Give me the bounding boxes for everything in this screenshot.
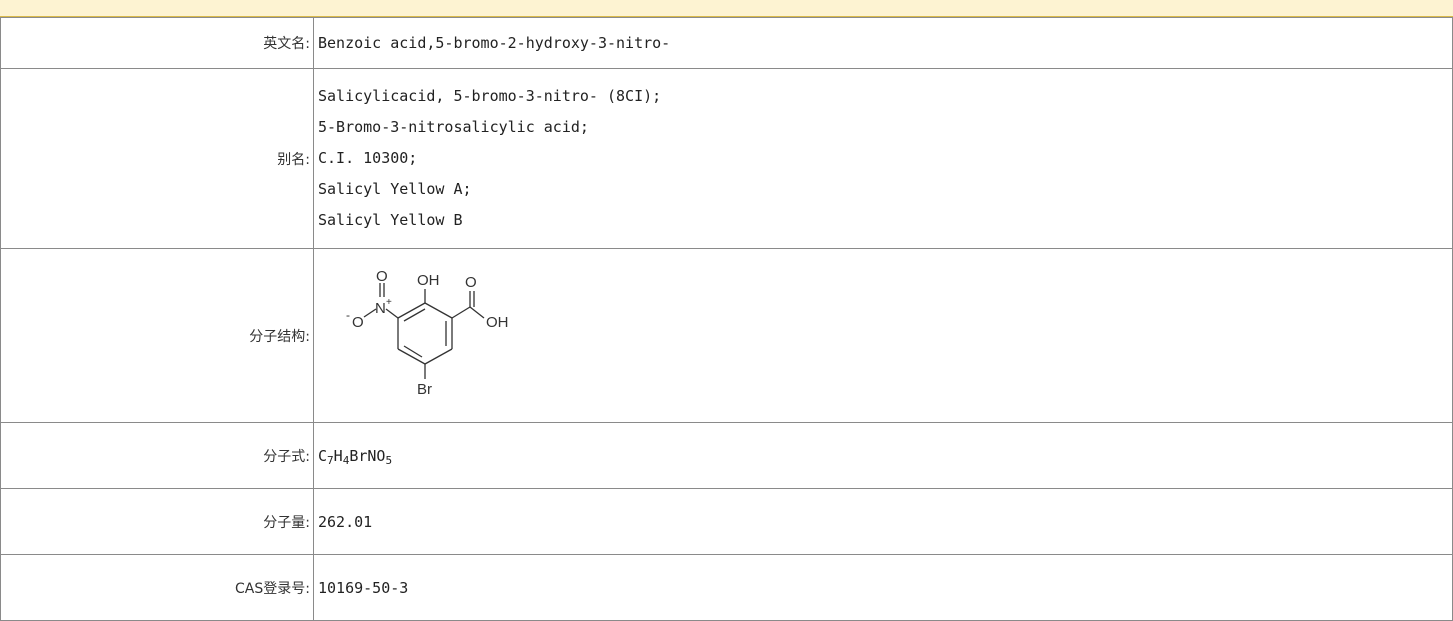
molecular-weight-value: 262.01 — [313, 488, 1453, 555]
english-name-label: 英文名: — [0, 17, 314, 69]
atom-o-top: O — [376, 268, 388, 285]
formula-subscript: 7 — [327, 453, 334, 467]
row-molecular-weight: 分子量: 262.01 — [0, 488, 1453, 555]
property-table: 英文名: Benzoic acid,5-bromo-2-hydroxy-3-ni… — [0, 17, 1453, 621]
english-name-value: Benzoic acid,5-bromo-2-hydroxy-3-nitro- — [313, 17, 1453, 69]
alias-item: 5-Bromo-3-nitrosalicylic acid; — [318, 118, 589, 136]
formula-part: H — [333, 446, 343, 465]
structure-label: 分子结构: — [0, 248, 314, 423]
molecule-atom-labels: O OH O OH N + O - Br — [346, 268, 509, 398]
cas-label: CAS登录号: — [0, 554, 314, 621]
formula-subscript: 5 — [385, 453, 393, 467]
atom-n: N — [375, 300, 386, 317]
row-formula: 分子式: C7H4BrNO5 — [0, 422, 1453, 489]
atom-o-acid: O — [465, 274, 477, 291]
atom-o-charge: - — [346, 308, 350, 322]
alias-item: Salicyl Yellow A; — [318, 180, 472, 198]
row-english-name: 英文名: Benzoic acid,5-bromo-2-hydroxy-3-ni… — [0, 17, 1453, 69]
atom-o-minus: O — [352, 314, 364, 331]
atom-n-charge: + — [386, 297, 392, 308]
aliases-label: 别名: — [0, 68, 314, 249]
alias-item: Salicyl Yellow B — [318, 211, 463, 229]
formula-subscript: 4 — [342, 453, 350, 467]
formula-part: BrNO — [349, 446, 386, 465]
formula-part: C — [318, 446, 328, 465]
alias-item: Salicylicacid, 5-bromo-3-nitro- (8CI); — [318, 87, 662, 105]
cas-value: 10169-50-3 — [313, 554, 1453, 621]
row-structure: 分子结构: — [0, 248, 1453, 423]
structure-value: O OH O OH N + O - Br — [313, 248, 1453, 423]
formula-label: 分子式: — [0, 422, 314, 489]
alias-item: C.I. 10300; — [318, 149, 418, 167]
molecule-bonds — [363, 282, 485, 379]
row-aliases: 别名: Salicylicacid, 5-bromo-3-nitro- (8CI… — [0, 68, 1453, 249]
atom-oh-top: OH — [417, 272, 440, 289]
formula-value: C7H4BrNO5 — [313, 422, 1453, 489]
header-strip — [0, 0, 1453, 17]
molecule-structure-diagram: O OH O OH N + O - Br — [346, 268, 509, 398]
atom-br: Br — [417, 381, 432, 398]
molecular-weight-label: 分子量: — [0, 488, 314, 555]
aliases-value: Salicylicacid, 5-bromo-3-nitro- (8CI); 5… — [313, 68, 1453, 249]
atom-oh-acid: OH — [486, 314, 509, 331]
row-cas: CAS登录号: 10169-50-3 — [0, 554, 1453, 621]
